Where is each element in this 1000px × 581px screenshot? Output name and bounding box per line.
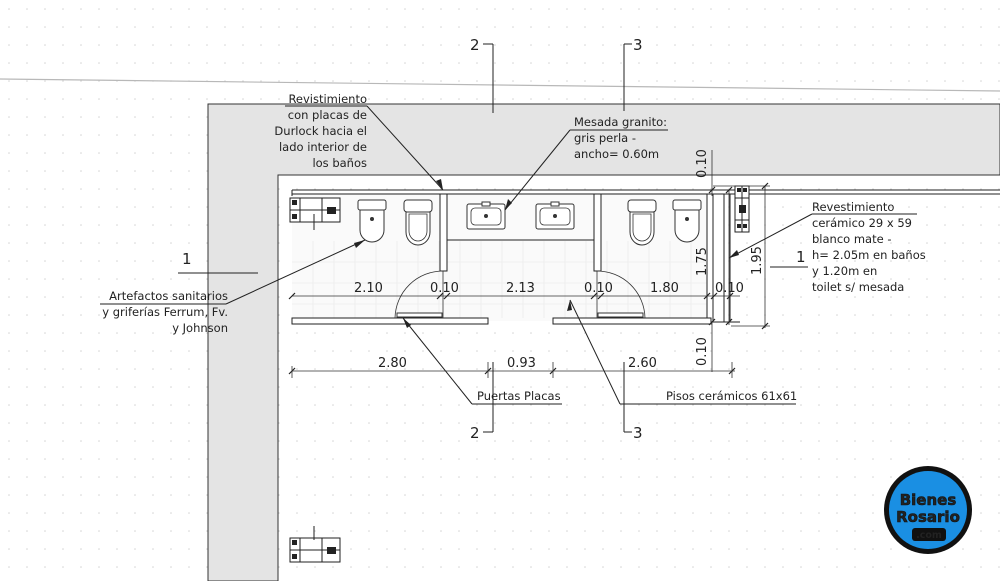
bathroom-walls: [291, 189, 1000, 325]
svg-text:Rosario: Rosario: [896, 508, 960, 526]
dimension-lines: [288, 150, 770, 378]
svg-text:con placas de: con placas de: [288, 108, 367, 122]
dim-v-0-10-bottom: 0.10: [695, 337, 710, 366]
dim-1-80: 1.80: [650, 281, 679, 296]
svg-text:toilet s/ mesada: toilet s/ mesada: [812, 280, 904, 294]
dim-2-13: 2.13: [506, 281, 535, 296]
reference-line: [0, 78, 1000, 92]
svg-text:los baños: los baños: [312, 156, 367, 170]
note-artefactos: Artefactos sanitarios y griferías Ferrum…: [102, 289, 228, 335]
svg-text:Revestimiento: Revestimiento: [812, 200, 894, 214]
note-revestimiento: Revistimiento con placas de Durlock haci…: [274, 92, 367, 170]
leader-lines: [100, 105, 917, 405]
section-2-bottom: 2: [470, 424, 480, 442]
svg-text:y 1.20m en: y 1.20m en: [812, 264, 877, 278]
sink-2: [535, 201, 575, 230]
note-pisos: Pisos cerámicos 61x61: [666, 389, 797, 403]
section-3-top: 3: [633, 36, 643, 54]
svg-text:h= 2.05m en baños: h= 2.05m en baños: [812, 248, 926, 262]
svg-text:Revistimiento: Revistimiento: [288, 92, 367, 106]
dim-0-10-c: 0.10: [715, 281, 744, 296]
note-mesada: Mesada granito: gris perla - ancho= 0.60…: [574, 115, 667, 161]
svg-text:Durlock hacia el: Durlock hacia el: [274, 124, 367, 138]
dim-2-80: 2.80: [378, 356, 407, 371]
note-puertas: Puertas Placas: [477, 389, 561, 403]
svg-text:.com: .com: [916, 530, 942, 541]
svg-text:gris perla -: gris perla -: [574, 131, 636, 145]
sanitary-fixtures: [357, 199, 702, 246]
dim-0-10-b: 0.10: [584, 281, 613, 296]
column-symbols: [289, 185, 750, 563]
dim-v-1-95: 1.95: [750, 246, 765, 275]
dim-v-0-10-top: 0.10: [695, 149, 710, 178]
svg-text:lado interior de: lado interior de: [279, 140, 367, 154]
bidet-left: [357, 199, 387, 243]
svg-text:y Johnson: y Johnson: [172, 321, 228, 335]
section-1-left: 1: [182, 250, 192, 268]
logo-badge-fill: [889, 471, 967, 549]
svg-text:ancho= 0.60m: ancho= 0.60m: [574, 147, 659, 161]
toilet-left: [403, 199, 433, 246]
section-markers: 1 1 2 3 2 3: [178, 36, 808, 442]
dim-2-10: 2.10: [354, 281, 383, 296]
dim-0-10-a: 0.10: [430, 281, 459, 296]
svg-text:blanco mate -: blanco mate -: [812, 232, 891, 246]
svg-text:Mesada granito:: Mesada granito:: [574, 115, 667, 129]
note-ceramico: Revestimiento cerámico 29 x 59 blanco ma…: [812, 200, 926, 294]
bienes-rosario-logo: Bienes Rosario .com: [884, 466, 972, 554]
column-symbol-top-right: [734, 185, 750, 233]
dim-0-93: 0.93: [507, 356, 536, 371]
sink-1: [466, 201, 506, 230]
svg-text:cerámico 29 x 59: cerámico 29 x 59: [812, 216, 912, 230]
column-symbol-bottom-left: [289, 526, 341, 563]
dim-2-60: 2.60: [628, 356, 657, 371]
svg-text:y griferías Ferrum, Fv.: y griferías Ferrum, Fv.: [102, 305, 228, 319]
outer-wall: [207, 103, 1000, 581]
svg-text:Artefactos sanitarios: Artefactos sanitarios: [109, 289, 228, 303]
section-2-top: 2: [470, 36, 480, 54]
toilet-right: [627, 199, 657, 246]
bidet-right: [672, 199, 702, 243]
dim-v-1-75: 1.75: [695, 247, 710, 276]
section-1-right: 1: [796, 248, 806, 266]
svg-text:Bienes: Bienes: [900, 491, 957, 509]
column-symbol-top-left: [289, 197, 341, 230]
section-3-bottom: 3: [633, 424, 643, 442]
doors: [394, 270, 646, 319]
